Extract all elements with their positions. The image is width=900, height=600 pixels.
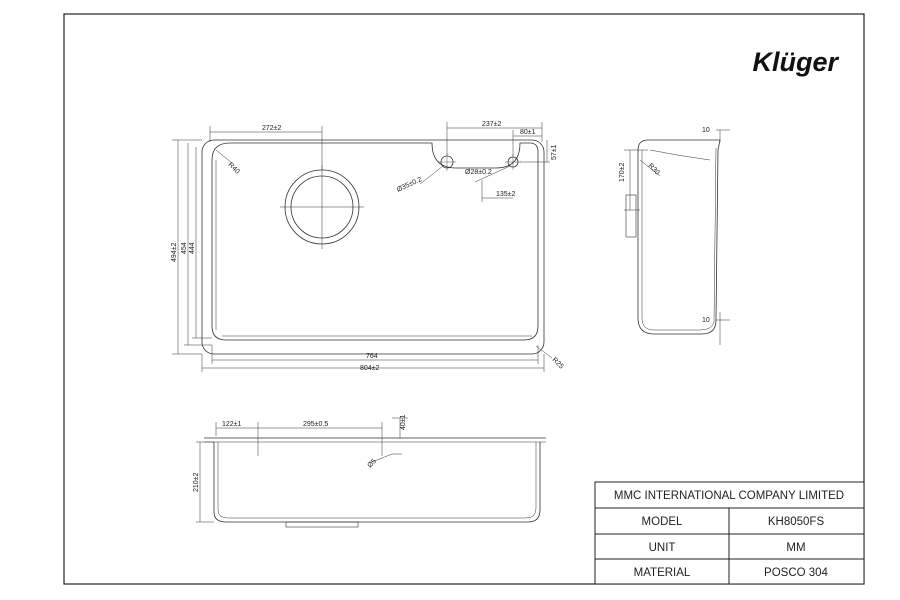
model-value: KH8050FS bbox=[768, 516, 825, 528]
dim-front-height-40: 40±1 bbox=[400, 414, 407, 430]
company-name: MMC INTERNATIONAL COMPANY LIMITED bbox=[614, 490, 844, 502]
plan-view bbox=[172, 122, 553, 372]
model-label: MODEL bbox=[642, 516, 684, 528]
dim-outer-width: 494±2 bbox=[171, 242, 178, 262]
dim-bowl-depth: 210±2 bbox=[193, 472, 200, 492]
title-block: MMC INTERNATIONAL COMPANY LIMITED MODEL … bbox=[594, 481, 865, 585]
dim-rim-top: 10 bbox=[702, 127, 710, 134]
dim-front-offset: 122±1 bbox=[222, 421, 242, 428]
material-label: MATERIAL bbox=[634, 567, 691, 579]
side-view-overflow bbox=[625, 194, 637, 238]
dim-tap-offset: 237±2 bbox=[482, 121, 502, 128]
unit-label: UNIT bbox=[649, 542, 676, 554]
front-view bbox=[196, 417, 546, 528]
dim-tap-depth: 57±1 bbox=[551, 144, 558, 160]
sink-outer-rim bbox=[201, 139, 545, 355]
dim-inner-width-444: 444 bbox=[189, 242, 196, 254]
front-view-drain bbox=[285, 521, 359, 528]
dim-rim-bottom: 10 bbox=[702, 317, 710, 324]
dim-inner-width-454: 454 bbox=[181, 242, 188, 254]
sink-bowl-outline bbox=[211, 142, 539, 341]
dim-tap-spacing: 80±1 bbox=[520, 129, 536, 136]
front-view-dimensions: 122±1 295±0.5 40±1 Ø5 210±2 bbox=[193, 414, 407, 492]
drawing-frame bbox=[63, 13, 865, 585]
dim-drain-offset: 272±2 bbox=[262, 125, 282, 132]
dim-tap-hole-28: Ø28±0.2 bbox=[465, 169, 492, 176]
front-view-bowl bbox=[213, 442, 541, 523]
side-view bbox=[624, 129, 730, 345]
material-value: POSCO 304 bbox=[764, 567, 829, 579]
dim-corner-radius-r40: R40 bbox=[227, 161, 241, 175]
brand-logo: Klüger bbox=[752, 47, 839, 77]
side-view-dimensions: 10 170±2 R30 10 bbox=[619, 127, 710, 324]
dim-front-spacing: 295±0.5 bbox=[303, 421, 328, 428]
dim-overflow-height: 170±2 bbox=[619, 162, 626, 182]
side-view-bowl bbox=[637, 139, 721, 335]
dim-front-hole: Ø5 bbox=[366, 458, 378, 470]
dim-tap-distance: 135±2 bbox=[496, 191, 516, 198]
plan-view-dimensions: 272±2 237±2 80±1 57±1 R40 Ø35±0.2 Ø28±0.… bbox=[171, 121, 565, 372]
dim-corner-radius-r25: R25 bbox=[551, 356, 565, 370]
dim-tap-hole-35: Ø35±0.2 bbox=[396, 176, 423, 194]
unit-value: MM bbox=[786, 542, 805, 554]
dim-bowl-length: 764 bbox=[366, 353, 378, 360]
dim-radius-r30: R30 bbox=[647, 162, 661, 176]
dim-overall-length: 804±2 bbox=[360, 365, 380, 372]
